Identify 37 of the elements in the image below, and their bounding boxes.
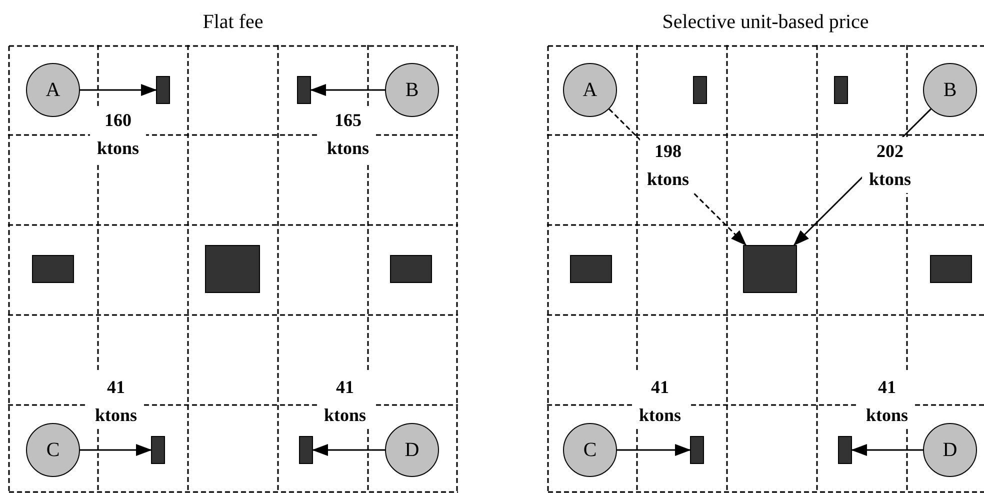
edge-label: 198 ktons <box>640 137 696 193</box>
arrow <box>310 84 385 96</box>
arrow <box>617 444 691 456</box>
small-bar <box>156 76 170 104</box>
arrow <box>80 84 157 96</box>
panel-title: Selective unit-based price <box>661 10 870 34</box>
source-circle: B <box>923 63 977 117</box>
facility-block <box>32 255 74 283</box>
source-circle: D <box>923 423 977 477</box>
small-bar <box>838 436 852 464</box>
edge-label: 41 ktons <box>859 373 915 429</box>
edge-label: 165 ktons <box>320 106 376 162</box>
facility-block <box>205 245 260 293</box>
small-bar <box>299 436 313 464</box>
source-circle: B <box>385 63 439 117</box>
panel-title: Flat fee <box>202 10 264 34</box>
small-bar <box>693 76 707 104</box>
facility-block <box>930 255 972 283</box>
edge-label: 41 ktons <box>632 373 688 429</box>
arrow <box>851 444 923 456</box>
source-circle: C <box>563 423 617 477</box>
edge-label: 41 ktons <box>88 373 144 429</box>
source-circle: A <box>563 63 617 117</box>
source-circle: D <box>385 423 439 477</box>
source-circle: C <box>26 423 80 477</box>
small-bar <box>297 76 311 104</box>
facility-block <box>390 255 432 283</box>
small-bar <box>151 436 165 464</box>
facility-block <box>743 245 797 293</box>
edge-label: 41 ktons <box>317 373 373 429</box>
arrow <box>80 444 152 456</box>
small-bar <box>690 436 704 464</box>
small-bar <box>834 76 848 104</box>
arrow <box>312 444 385 456</box>
source-circle: A <box>26 63 80 117</box>
edge-label: 160 ktons <box>90 106 146 162</box>
facility-block <box>570 255 612 283</box>
